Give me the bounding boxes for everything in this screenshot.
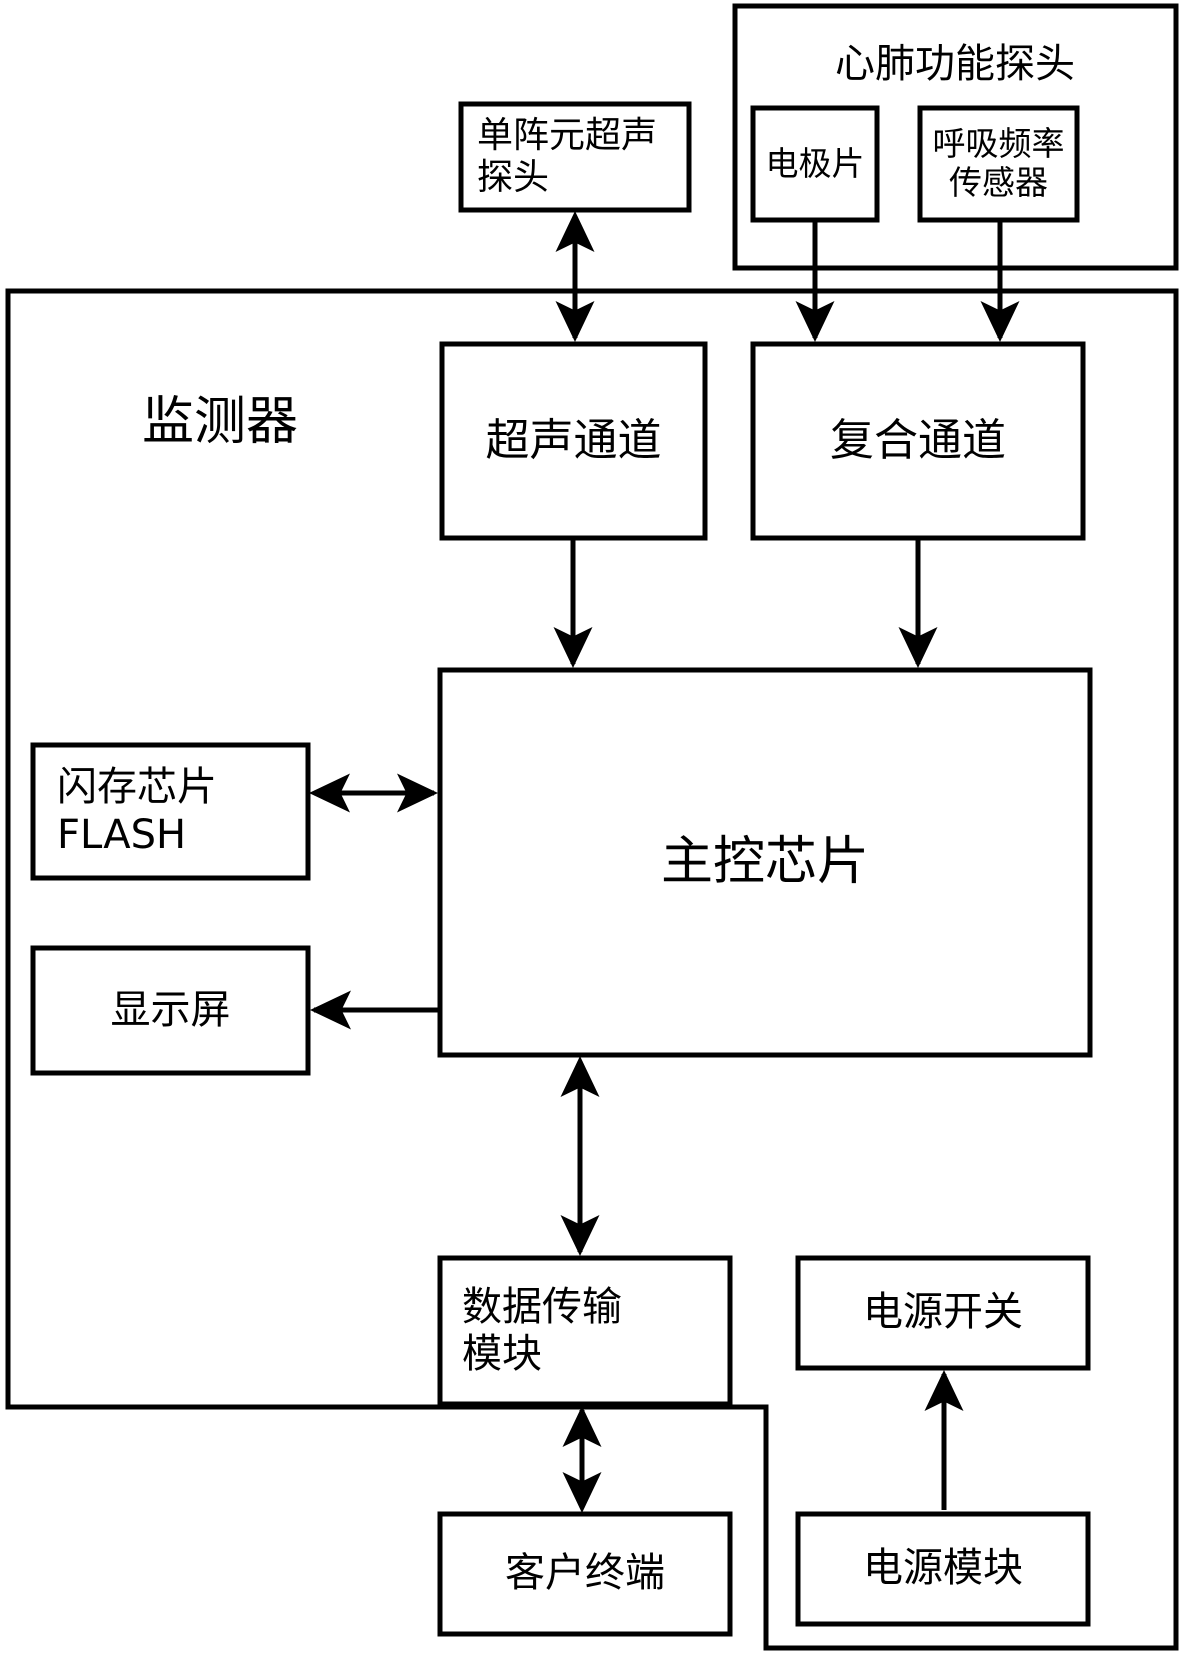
flash-chip-box[interactable] [30, 742, 311, 881]
power-module-box[interactable] [795, 1511, 1091, 1627]
data-transmission-box[interactable] [437, 1255, 733, 1407]
composite-channel-box[interactable] [750, 341, 1086, 541]
ultrasound-probe-box[interactable] [458, 101, 692, 213]
client-terminal-box[interactable] [437, 1511, 733, 1637]
power-switch-box[interactable] [795, 1255, 1091, 1371]
respiration-rate-sensor-box[interactable] [917, 105, 1080, 223]
monitor-container-outline [5, 288, 1179, 1651]
probe-group-box [732, 3, 1179, 271]
electrode-pad-box[interactable] [750, 105, 880, 223]
main-control-chip-box[interactable] [437, 667, 1093, 1058]
display-screen-box[interactable] [30, 945, 311, 1076]
ultrasound-channel-box[interactable] [439, 341, 708, 541]
